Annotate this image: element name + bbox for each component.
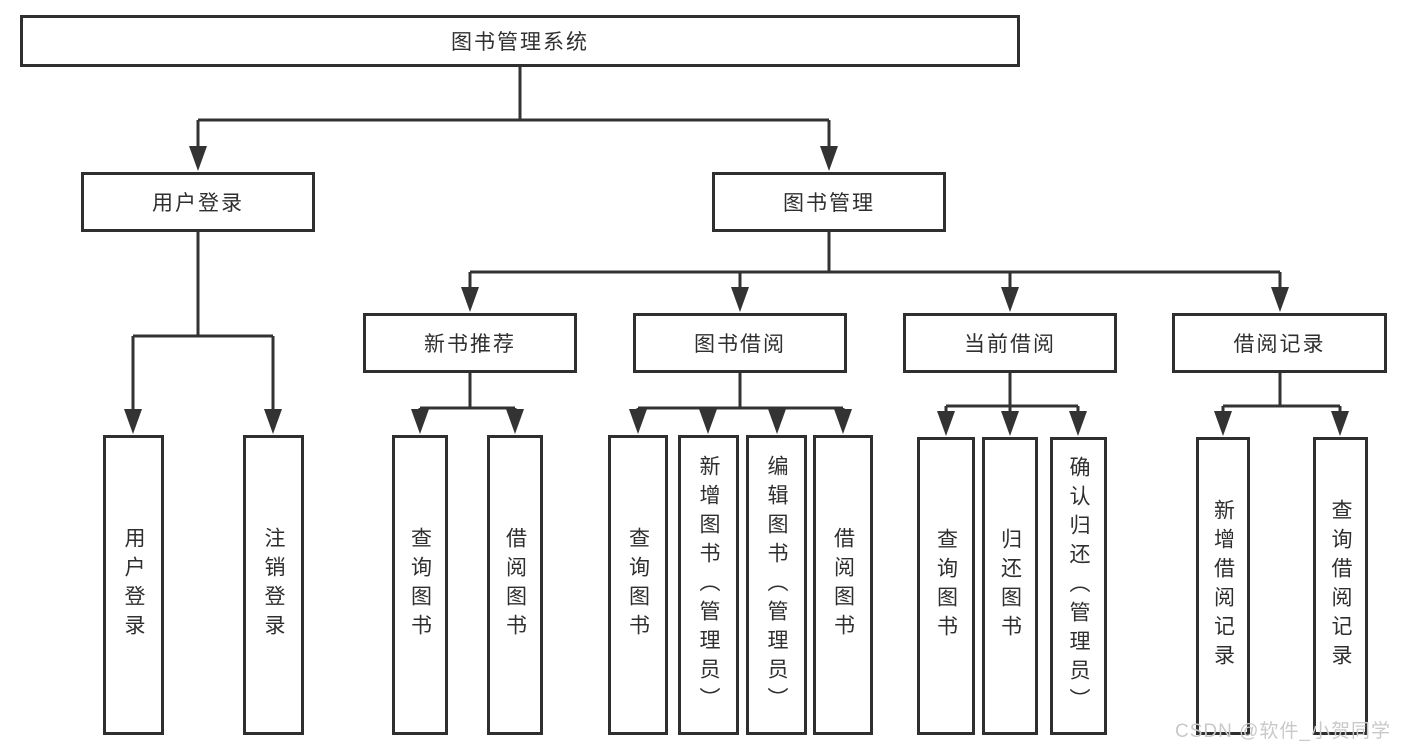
node-label: 图书管理系统	[451, 31, 589, 54]
node-label: 新增图书（管理员）	[697, 454, 720, 716]
node-label: 用户登录	[152, 192, 244, 215]
arrow-down-icon	[768, 409, 786, 434]
arrow-down-icon	[189, 146, 207, 171]
arrow-down-icon	[834, 409, 852, 434]
leaf-user-login: 用户登录	[103, 435, 164, 735]
arrow-down-icon	[461, 287, 479, 312]
node-label: 用户登录	[122, 527, 145, 643]
arrow-down-icon	[699, 409, 717, 434]
node-label: 查询图书	[408, 527, 432, 643]
leaf-return-books: 归还图书	[982, 437, 1038, 735]
node-user-login-branch: 用户登录	[81, 172, 315, 232]
leaf-borrow-books-2: 借阅图书	[813, 435, 873, 735]
leaf-query-books-1: 查询图书	[392, 435, 448, 735]
node-root-system: 图书管理系统	[20, 15, 1020, 67]
csdn-watermark: CSDN @软件_小贺同学	[1175, 721, 1391, 742]
arrow-down-icon	[820, 146, 838, 171]
leaf-confirm-return-admin: 确认归还（管理员）	[1050, 437, 1107, 735]
leaf-query-borrow-record: 查询借阅记录	[1313, 437, 1368, 735]
arrowheads	[124, 146, 1349, 436]
arrow-down-icon	[1001, 411, 1019, 436]
node-label: 图书管理	[783, 192, 875, 215]
arrow-down-icon	[124, 409, 142, 434]
arrow-down-icon	[1069, 411, 1087, 436]
node-label: 图书借阅	[694, 333, 786, 356]
arrow-down-icon	[264, 409, 282, 434]
node-label: 查询图书	[626, 527, 650, 643]
node-borrow-records: 借阅记录	[1172, 313, 1387, 373]
node-label: 查询借阅记录	[1329, 499, 1352, 673]
node-book-borrow: 图书借阅	[633, 313, 847, 373]
node-label: 借阅图书	[503, 527, 527, 643]
node-label: 确认归还（管理员）	[1067, 455, 1090, 717]
node-label: 新书推荐	[424, 333, 516, 356]
node-label: 归还图书	[998, 528, 1022, 644]
node-new-book-recommend: 新书推荐	[363, 313, 577, 373]
arrow-down-icon	[1271, 287, 1289, 312]
node-label: 编辑图书（管理员）	[765, 454, 788, 716]
leaf-edit-books-admin: 编辑图书（管理员）	[746, 435, 807, 735]
leaf-add-borrow-record: 新增借阅记录	[1196, 437, 1250, 735]
node-label: 当前借阅	[964, 333, 1056, 356]
leaf-borrow-books-1: 借阅图书	[487, 435, 543, 735]
node-label: 查询图书	[934, 528, 958, 644]
node-book-management-branch: 图书管理	[712, 172, 946, 232]
leaf-query-books-3: 查询图书	[917, 437, 975, 735]
leaf-logout: 注销登录	[243, 435, 304, 735]
arrow-down-icon	[1214, 411, 1232, 436]
node-label: 新增借阅记录	[1211, 499, 1235, 673]
node-label: 借阅记录	[1233, 333, 1326, 356]
arrow-down-icon	[1001, 287, 1019, 312]
arrow-down-icon	[1331, 411, 1349, 436]
arrow-down-icon	[411, 409, 429, 434]
node-current-borrow: 当前借阅	[903, 313, 1117, 373]
arrow-down-icon	[937, 411, 955, 436]
arrow-down-icon	[629, 409, 647, 434]
leaf-add-books-admin: 新增图书（管理员）	[678, 435, 739, 735]
leaf-query-books-2: 查询图书	[608, 435, 668, 735]
arrow-down-icon	[506, 409, 524, 434]
node-label: 借阅图书	[831, 527, 855, 643]
arrow-down-icon	[731, 287, 749, 312]
node-label: 注销登录	[262, 527, 285, 643]
